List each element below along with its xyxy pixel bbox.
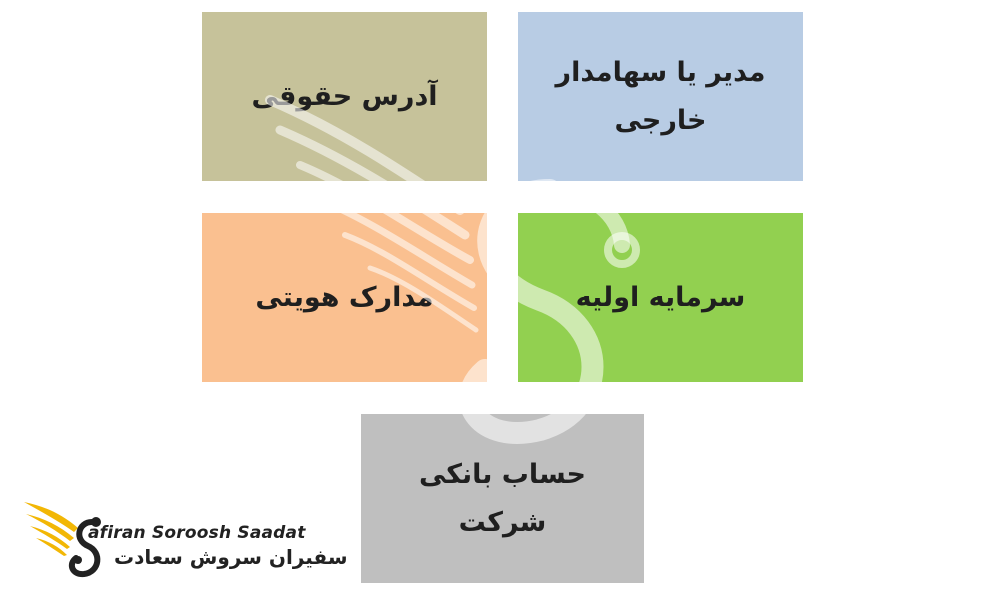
logo-name-persian: سفیران سروش سعادت	[114, 545, 348, 569]
box-foreign-manager: مدیر یا سهامدار خارجی	[518, 12, 803, 181]
box-identity-documents: مدارک هویتی	[202, 213, 487, 382]
box-legal-address-label: آدرس حقوقی	[251, 80, 438, 112]
box-initial-capital-label: سرمایه اولیه	[575, 281, 746, 313]
box-bank-account-label: حساب بانکی شرکت	[418, 459, 587, 538]
winged-s-icon	[24, 502, 101, 578]
company-logo: afiran Soroosh Saadat سفیران سروش سعادت	[22, 492, 348, 584]
box-foreign-manager-line1: مدیر یا سهامدار	[555, 57, 766, 89]
box-legal-address: آدرس حقوقی	[202, 12, 487, 181]
logo-name-english: afiran Soroosh Saadat	[88, 523, 306, 543]
box-identity-documents-label: مدارک هویتی	[255, 281, 434, 313]
box-bank-account: حساب بانکی شرکت	[361, 414, 644, 583]
box-initial-capital: سرمایه اولیه	[518, 213, 803, 382]
box-foreign-manager-text: مدیر یا سهامدار خارجی	[556, 49, 766, 144]
box-foreign-manager-line2: خارجی	[614, 104, 707, 136]
